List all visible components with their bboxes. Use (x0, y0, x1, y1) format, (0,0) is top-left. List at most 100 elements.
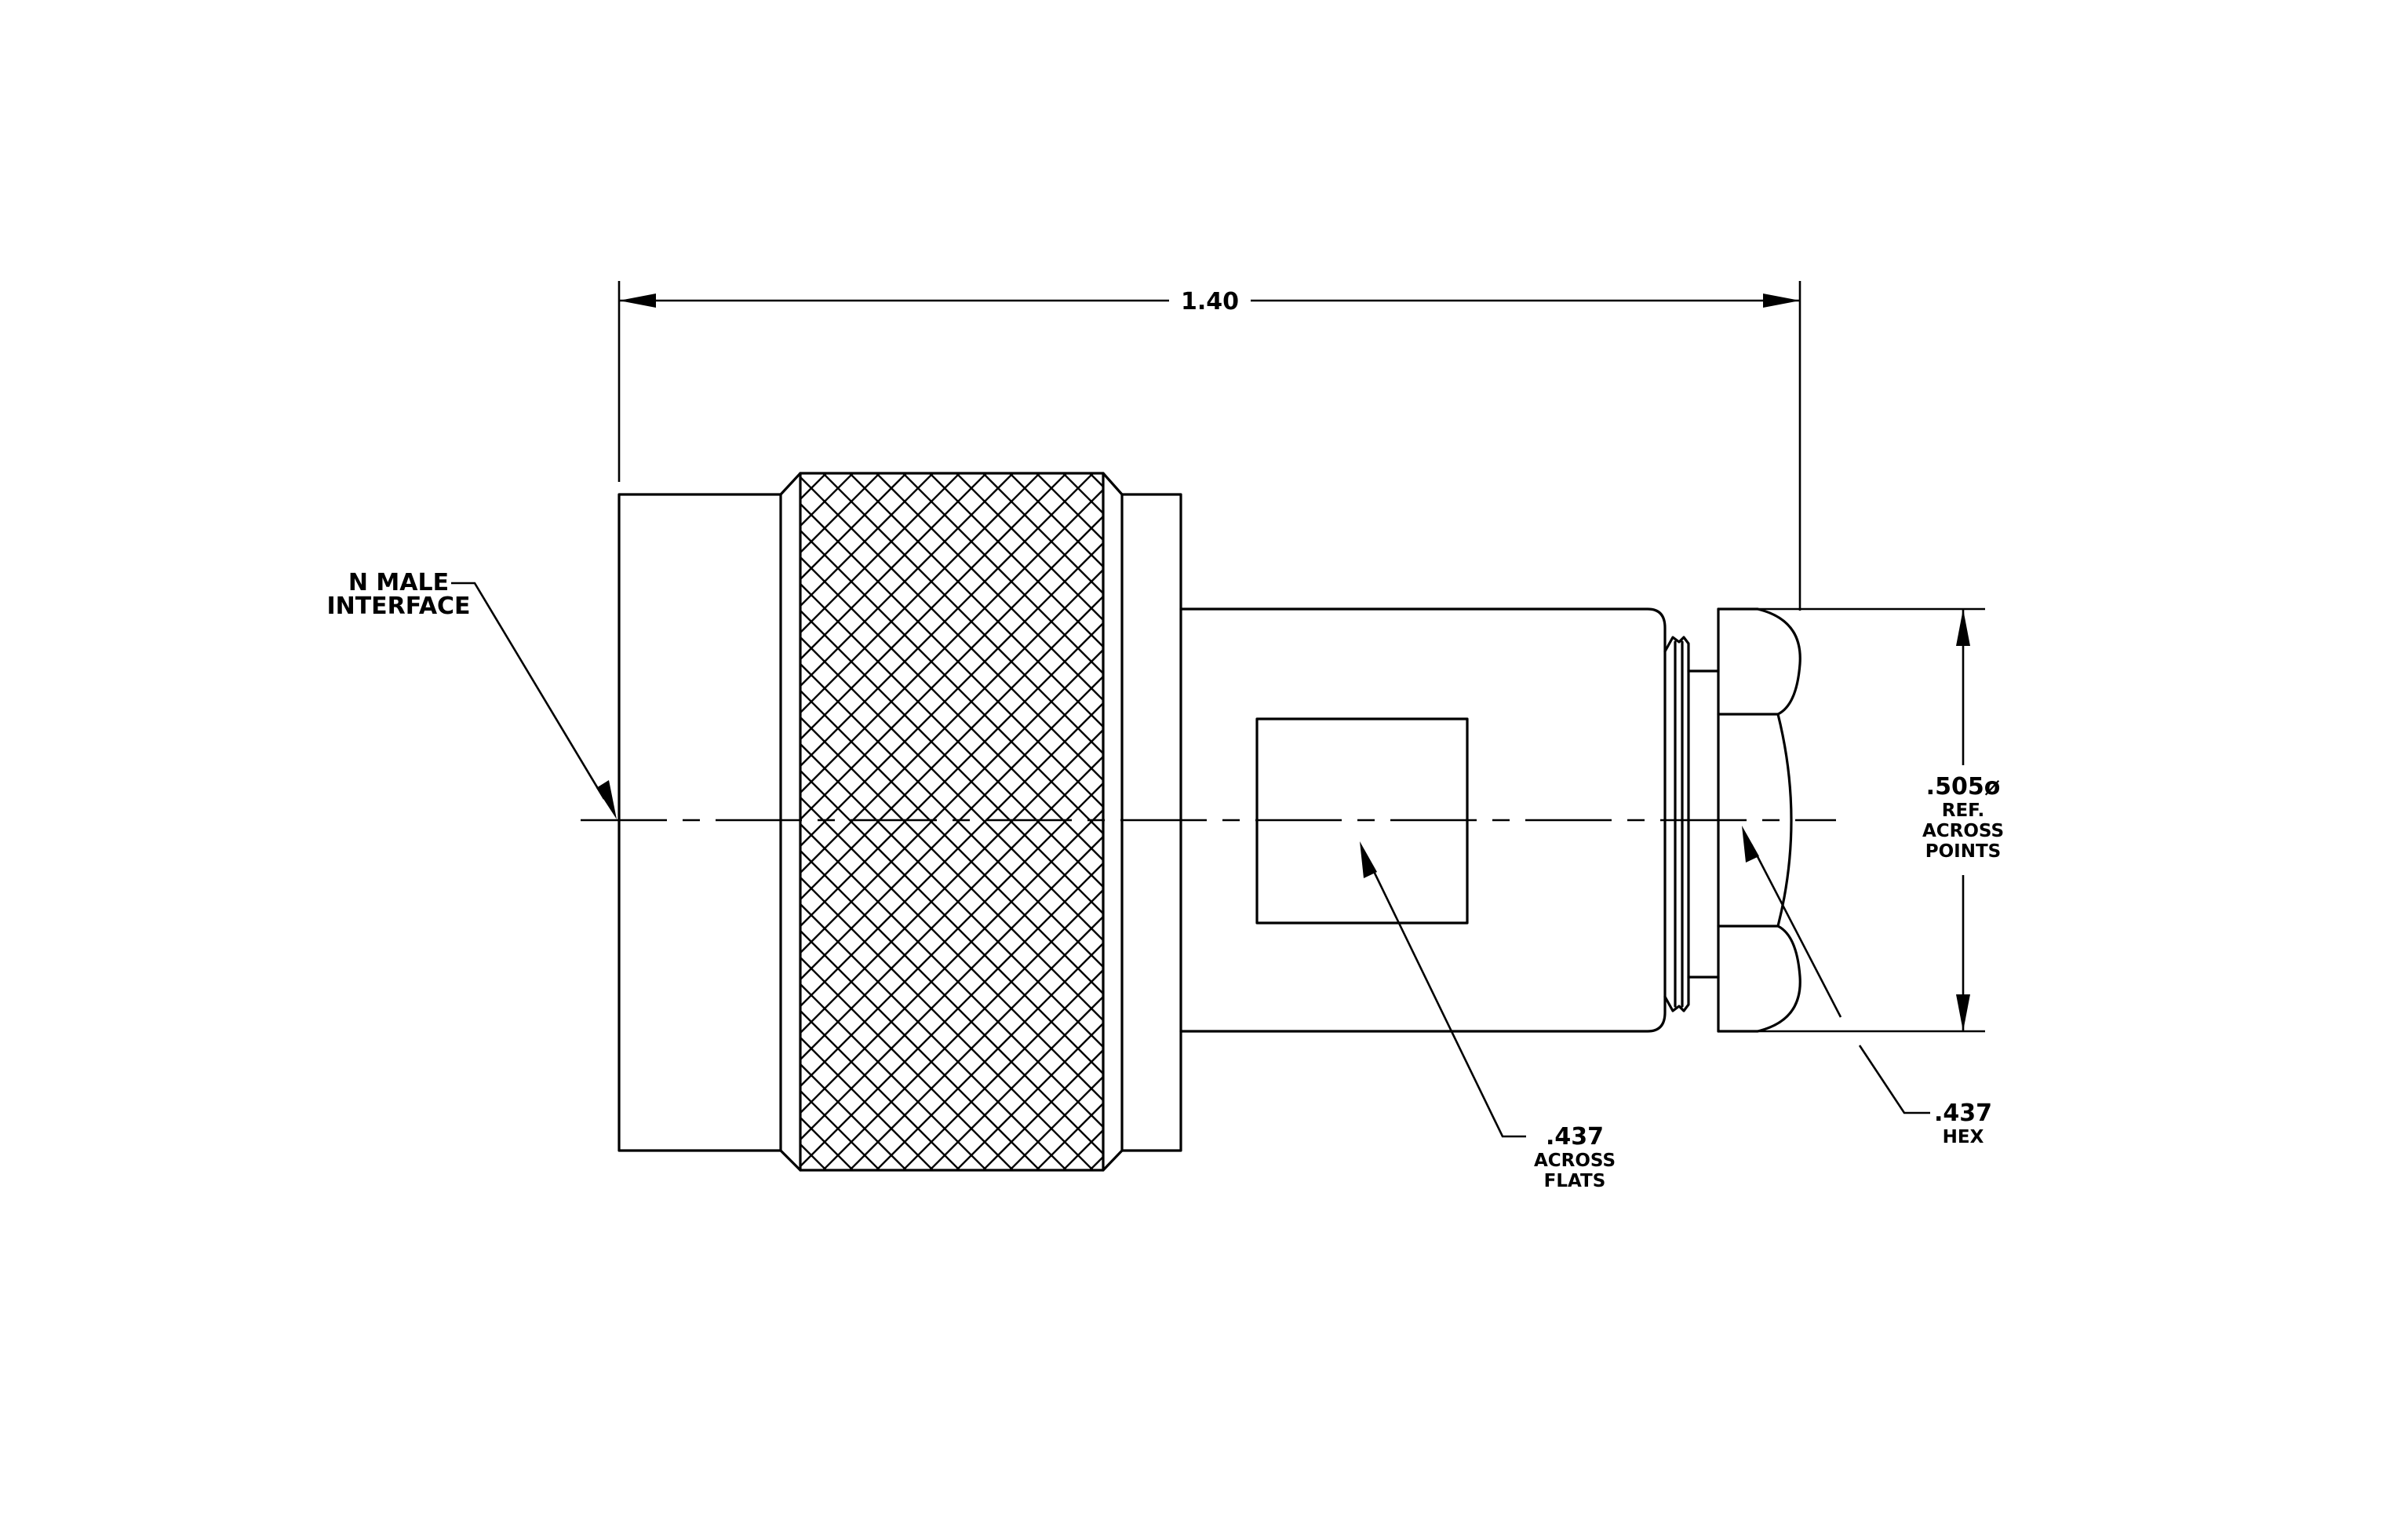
knurl-line (1035, 1102, 1103, 1171)
diameter-value: .505ø (1926, 773, 2001, 801)
hex-leader-inner (1750, 844, 1842, 1018)
thread-section (1663, 636, 1690, 1012)
knurl-line (1463, 472, 2161, 1171)
knurl-line (800, 929, 1041, 1171)
knurl-line (800, 849, 1103, 1155)
knurl-line (800, 472, 934, 607)
knurl-line (1302, 472, 2001, 1171)
knurl-line (800, 782, 1103, 1088)
knurl-line (1035, 472, 1103, 542)
knurl-line (800, 835, 1103, 1141)
diameter-ref: REF. (1942, 801, 1985, 821)
overall-length-dimension: 1.40 (617, 281, 1801, 611)
knurl-line (1436, 472, 2134, 1171)
knurl-line (800, 1036, 934, 1171)
interface-callout: N MALE INTERFACE (326, 569, 617, 819)
hex-callout: .437 HEX (1742, 826, 1992, 1147)
knurl-line (821, 472, 1103, 755)
knurl-line (1756, 472, 2408, 1171)
knurl-line (955, 472, 1103, 622)
knurl-line (875, 942, 1103, 1171)
knurl-line (800, 542, 1103, 848)
knurl-line (1516, 472, 2214, 1171)
knurl-line (800, 472, 1015, 688)
interface-label-line2: INTERFACE (326, 593, 470, 620)
flats-leader (1368, 861, 1526, 1138)
knurl-line (800, 472, 828, 501)
front-sleeve (617, 493, 782, 1152)
knurl-line (1249, 472, 1947, 1171)
knurl-line (1463, 472, 2161, 1171)
arrowhead-right (1763, 294, 1800, 308)
flats-value: .437 (1546, 1123, 1604, 1151)
knurl-line (1676, 472, 2374, 1171)
knurl-line (800, 472, 854, 527)
coupling-body (617, 472, 2408, 1172)
knurl-line (1062, 1129, 1103, 1171)
knurl-line (1222, 472, 1921, 1171)
knurl-line (800, 876, 1095, 1171)
knurl-line (800, 472, 1068, 741)
overall-length-label: 1.40 (1181, 288, 1239, 316)
knurl-line (800, 622, 1103, 928)
flats-flats: FLATS (1544, 1171, 1606, 1191)
diameter-arrow-top (1956, 609, 1970, 646)
knurl-line (800, 1143, 828, 1171)
knurl-line (800, 903, 1068, 1171)
diameter-across: ACROSS (1922, 821, 2004, 841)
knurl-line (1196, 472, 1894, 1171)
knurl-line (1169, 472, 1867, 1171)
knurl-line (1703, 472, 2401, 1171)
knurl-line (800, 472, 1095, 768)
hex-nut (1717, 607, 1801, 1033)
knurl-line (800, 502, 1103, 808)
knurl-line (1116, 472, 1814, 1171)
knurl-line (1783, 472, 2408, 1171)
knurl-line (902, 472, 1103, 675)
knurl-line (800, 568, 1103, 874)
knurl-line (1543, 472, 2241, 1171)
knurl-line (800, 702, 1103, 1008)
knurl-line (800, 648, 1103, 954)
knurl-line (1142, 472, 1841, 1171)
knurl-line (800, 488, 1103, 794)
knurl-line (1729, 472, 2408, 1171)
barrel-body (1179, 607, 1720, 1033)
rear-sleeve (1120, 493, 1182, 1152)
knurl-line (800, 1116, 854, 1171)
knurl-line (800, 755, 1103, 1061)
knurl-line (800, 675, 1103, 981)
flats-leader-arrow (1360, 841, 1377, 878)
interface-label-line1: N MALE (348, 569, 449, 596)
hex-label: HEX (1943, 1127, 1984, 1147)
knurl-line (1196, 472, 1894, 1171)
hex-face-middle (1776, 713, 1793, 928)
knurl-line (1783, 472, 2408, 1171)
knurl-line (848, 472, 1103, 728)
knurl-line (1116, 472, 1814, 1171)
knurl-line (1169, 472, 1867, 1171)
knurl-pattern (800, 472, 2408, 1171)
knurl-line (1756, 472, 2408, 1171)
knurl-line (982, 1049, 1103, 1171)
knurl-line (800, 472, 961, 634)
knurl-line (800, 983, 988, 1171)
hex-value: .437 (1934, 1100, 1992, 1127)
knurl-top-chamfer (779, 472, 1124, 496)
knurl-line (902, 968, 1103, 1171)
diameter-points: POINTS (1925, 841, 2001, 862)
interface-leader-arrow (596, 780, 617, 819)
hex-face-bottom (1756, 925, 1801, 1033)
hex-leader-arrow (1742, 826, 1759, 863)
knurl-line (800, 823, 1103, 1129)
hex-face-top (1756, 607, 1801, 716)
diameter-arrow-bottom (1956, 994, 1970, 1031)
knurl-line (1516, 472, 2214, 1171)
knurl-line (800, 472, 1041, 714)
knurl-line (1436, 472, 2134, 1171)
knurl-line (955, 1022, 1103, 1171)
knurl-line (1142, 472, 1841, 1171)
flats-callout: .437 ACROSS FLATS (1360, 841, 1616, 1191)
knurl-line (1302, 472, 2001, 1171)
knurl-line (800, 515, 1103, 821)
